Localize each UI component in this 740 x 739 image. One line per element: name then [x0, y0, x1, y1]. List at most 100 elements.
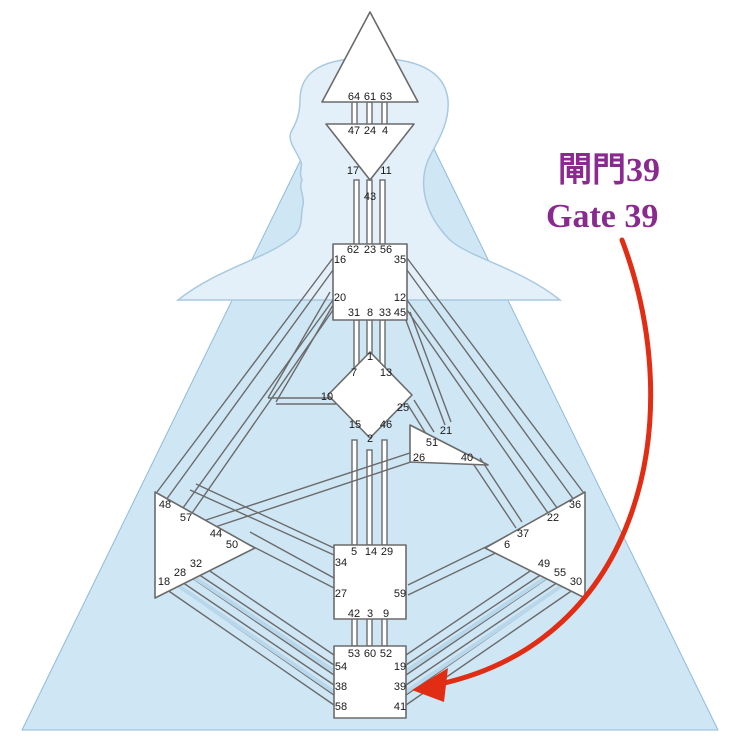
gate-11: 11 [380, 165, 391, 177]
gate-19: 19 [394, 661, 406, 673]
gate-12: 12 [394, 292, 406, 304]
gate-23: 23 [364, 244, 376, 256]
arrow-head [412, 668, 448, 702]
channel-15-5 [351, 439, 358, 546]
gate-7: 7 [351, 367, 357, 379]
gate-1: 1 [367, 351, 373, 363]
channel-10-20 [267, 291, 337, 403]
ego-center [409, 424, 489, 466]
gate-38: 38 [335, 681, 347, 693]
arrow-curve [437, 237, 654, 687]
gate-15: 15 [349, 419, 361, 431]
gate-21: 21 [440, 425, 452, 437]
channel-42-53 [351, 617, 358, 647]
channel-32-54 [191, 562, 335, 666]
gate-48: 48 [159, 499, 171, 511]
gate-3: 3 [367, 608, 373, 620]
ajna-center [325, 123, 415, 181]
gate-56: 56 [380, 244, 392, 256]
gate-61: 61 [364, 91, 376, 103]
channel-10-34 [268, 397, 336, 405]
gate-60: 60 [364, 648, 376, 660]
gate-30: 30 [570, 576, 582, 588]
throat-center [332, 243, 408, 321]
channel-9-52 [381, 617, 388, 647]
tint-right [404, 570, 572, 694]
channel-3-60 [366, 617, 373, 647]
gate-52: 52 [380, 648, 392, 660]
gate-13: 13 [380, 367, 392, 379]
tint-left [168, 570, 336, 694]
gate-5: 5 [351, 546, 357, 558]
gate-58: 58 [335, 701, 347, 713]
gate-26: 26 [413, 452, 425, 464]
pointer-arrow [412, 237, 654, 702]
channel-45-21 [403, 311, 452, 426]
gate-25: 25 [397, 402, 409, 414]
gate-16: 16 [334, 254, 346, 266]
gate-59: 59 [394, 588, 406, 600]
channel-17-62 [353, 179, 360, 247]
gate-36: 36 [569, 499, 581, 511]
gate-54: 54 [335, 661, 347, 673]
channel-46-29 [381, 439, 388, 546]
gate-17: 17 [347, 165, 359, 177]
gate-53: 53 [348, 648, 360, 660]
gate-42: 42 [348, 608, 360, 620]
channel-tints [168, 570, 572, 694]
gate-57: 57 [180, 512, 192, 524]
root-center [333, 645, 407, 719]
channel-44-26 [205, 446, 433, 529]
channel-61-24 [366, 101, 373, 126]
gate-31: 31 [348, 307, 360, 319]
gate-44: 44 [210, 528, 222, 540]
gate-14: 14 [365, 546, 377, 558]
g-center [327, 351, 413, 439]
solar-plexus-center [484, 491, 586, 599]
gate-47: 47 [348, 125, 360, 137]
channel-57-34 [189, 483, 335, 556]
gate-43: 43 [364, 191, 376, 203]
channel-11-56 [379, 179, 386, 247]
gate-labels: 64 61 63 47 24 4 17 11 43 62 23 56 16 35… [158, 91, 582, 713]
channel-64-47 [351, 101, 358, 126]
gate-63: 63 [380, 91, 392, 103]
gate-41: 41 [394, 701, 406, 713]
diagonal-channels [156, 257, 584, 706]
gate-45: 45 [394, 307, 406, 319]
gate-22: 22 [547, 512, 559, 524]
gate-28: 28 [174, 567, 186, 579]
gate-6: 6 [504, 539, 510, 551]
channel-12-22 [406, 299, 561, 517]
sacral-center [333, 544, 407, 620]
gate-34: 34 [335, 557, 347, 569]
spleen-center [154, 491, 256, 599]
gate-32: 32 [190, 558, 202, 570]
gate-35: 35 [394, 254, 406, 266]
gate-55: 55 [554, 567, 566, 579]
channel-40-37 [471, 457, 523, 529]
gate-9: 9 [383, 608, 389, 620]
gate-51: 51 [426, 437, 438, 449]
gate-2: 2 [367, 433, 373, 445]
channel-35-36 [406, 257, 584, 501]
gate-33: 33 [379, 307, 391, 319]
gate-10: 10 [321, 391, 333, 403]
channel-43-23 [366, 179, 373, 247]
channel-16-48 [156, 257, 334, 501]
annotation-chinese: 閘門39 [558, 152, 660, 189]
head-center [321, 11, 419, 103]
gate-24: 24 [364, 125, 376, 137]
gate-46: 46 [380, 419, 392, 431]
gate-64: 64 [348, 91, 360, 103]
centers [154, 11, 586, 719]
gate-40: 40 [461, 452, 473, 464]
annotation-english: Gate 39 [546, 198, 659, 235]
gate-20: 20 [334, 292, 346, 304]
gate-8: 8 [367, 307, 373, 319]
gate-37: 37 [517, 528, 529, 540]
channel-49-19 [405, 562, 549, 666]
gate-50: 50 [226, 539, 238, 551]
